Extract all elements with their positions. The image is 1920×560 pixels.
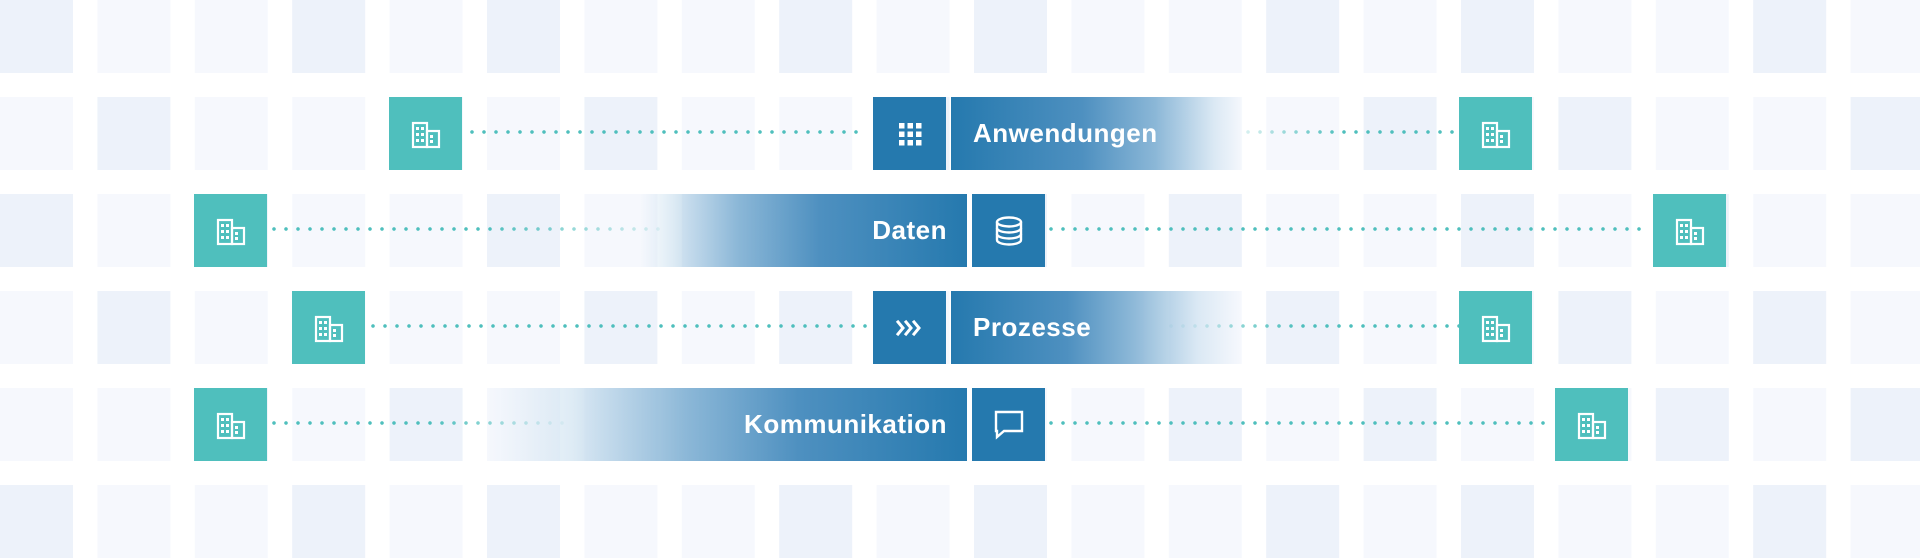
- background-tile: [1461, 485, 1534, 558]
- background-tile: [1655, 97, 1729, 170]
- background-tile: [97, 194, 171, 267]
- background-tile: [1266, 485, 1340, 558]
- background-tile: [1558, 97, 1632, 170]
- background-tile: [487, 0, 560, 73]
- background-tile: [876, 0, 950, 73]
- background-tile: [1753, 97, 1827, 170]
- background-tile: [0, 194, 73, 267]
- row-label-band: Anwendungen: [951, 97, 1243, 170]
- background-tile: [1655, 485, 1729, 558]
- background-tile: [681, 0, 755, 73]
- chevrons-right-icon: [873, 291, 946, 364]
- connector-dots-right: [1165, 324, 1460, 328]
- row-label-band: Kommunikation: [486, 388, 967, 461]
- connector-dots-left: [268, 227, 668, 231]
- chat-bubble-icon: [972, 388, 1045, 461]
- background-tile: [1168, 0, 1242, 73]
- row-label-band: Prozesse: [951, 291, 1241, 364]
- background-tile: [194, 291, 268, 364]
- connector-dots-right: [1242, 130, 1460, 134]
- background-tile: [1168, 485, 1242, 558]
- background-tile: [1655, 291, 1729, 364]
- background-tile: [389, 485, 463, 558]
- building-icon: [389, 97, 462, 170]
- background-tile: [1850, 194, 1920, 267]
- background-tile: [194, 485, 268, 558]
- building-icon: [194, 194, 267, 267]
- database-icon: [972, 194, 1045, 267]
- background-tile: [1071, 485, 1145, 558]
- background-tile: [0, 97, 73, 170]
- background-tile: [0, 485, 73, 558]
- building-icon: [1555, 388, 1628, 461]
- background-tile: [1850, 0, 1920, 73]
- background-tile: [1363, 0, 1437, 73]
- background-tile: [0, 0, 73, 73]
- background-tile: [1753, 485, 1827, 558]
- background-tile: [292, 0, 366, 73]
- background-tile: [97, 0, 171, 73]
- background-tile: [1753, 388, 1827, 461]
- grid-icon: [873, 97, 946, 170]
- background-tile: [779, 485, 853, 558]
- building-icon: [1653, 194, 1726, 267]
- background-tile: [1655, 0, 1729, 73]
- background-tile: [97, 97, 171, 170]
- background-tile: [1850, 97, 1920, 170]
- row-label: Prozesse: [973, 312, 1092, 342]
- background-tile: [974, 485, 1047, 558]
- row-label: Daten: [872, 215, 947, 245]
- background-tile: [194, 0, 268, 73]
- building-icon: [1459, 291, 1532, 364]
- row-label: Kommunikation: [744, 409, 947, 439]
- background-tile: [779, 0, 853, 73]
- background-tile: [1363, 485, 1437, 558]
- building-icon: [194, 388, 267, 461]
- background-tile: [1558, 0, 1632, 73]
- background-tile: [194, 97, 268, 170]
- background-tile: [584, 485, 658, 558]
- background-tile: [292, 485, 366, 558]
- background-tile: [1558, 485, 1632, 558]
- background-tile: [1850, 388, 1920, 461]
- background-tile: [584, 0, 658, 73]
- connector-dots-left: [466, 130, 866, 134]
- connector-dots-right: [1045, 421, 1553, 425]
- building-icon: [292, 291, 365, 364]
- background-tile: [1461, 0, 1534, 73]
- background-tile: [681, 485, 755, 558]
- building-icon: [1459, 97, 1532, 170]
- background-tile: [1266, 0, 1340, 73]
- background-tile: [1655, 388, 1729, 461]
- background-tile: [389, 0, 463, 73]
- background-tile: [1753, 291, 1827, 364]
- connector-dots-left: [268, 421, 568, 425]
- background-tile: [97, 291, 171, 364]
- background-tile: [97, 388, 171, 461]
- background-tile: [1850, 291, 1920, 364]
- background-tile: [1071, 0, 1145, 73]
- background-tile: [974, 0, 1047, 73]
- row-label: Anwendungen: [973, 118, 1158, 148]
- background-tile: [1753, 194, 1827, 267]
- background-tile: [1850, 485, 1920, 558]
- background-tile: [0, 388, 73, 461]
- background-tile: [97, 485, 171, 558]
- background-tile: [292, 97, 366, 170]
- background-tile: [0, 291, 73, 364]
- row-label-band: Daten: [640, 194, 967, 267]
- background-tile: [876, 485, 950, 558]
- background-tile: [1558, 291, 1632, 364]
- connector-dots-right: [1045, 227, 1643, 231]
- connector-dots-left: [367, 324, 867, 328]
- background-tile: [1753, 0, 1827, 73]
- background-tile: [487, 485, 560, 558]
